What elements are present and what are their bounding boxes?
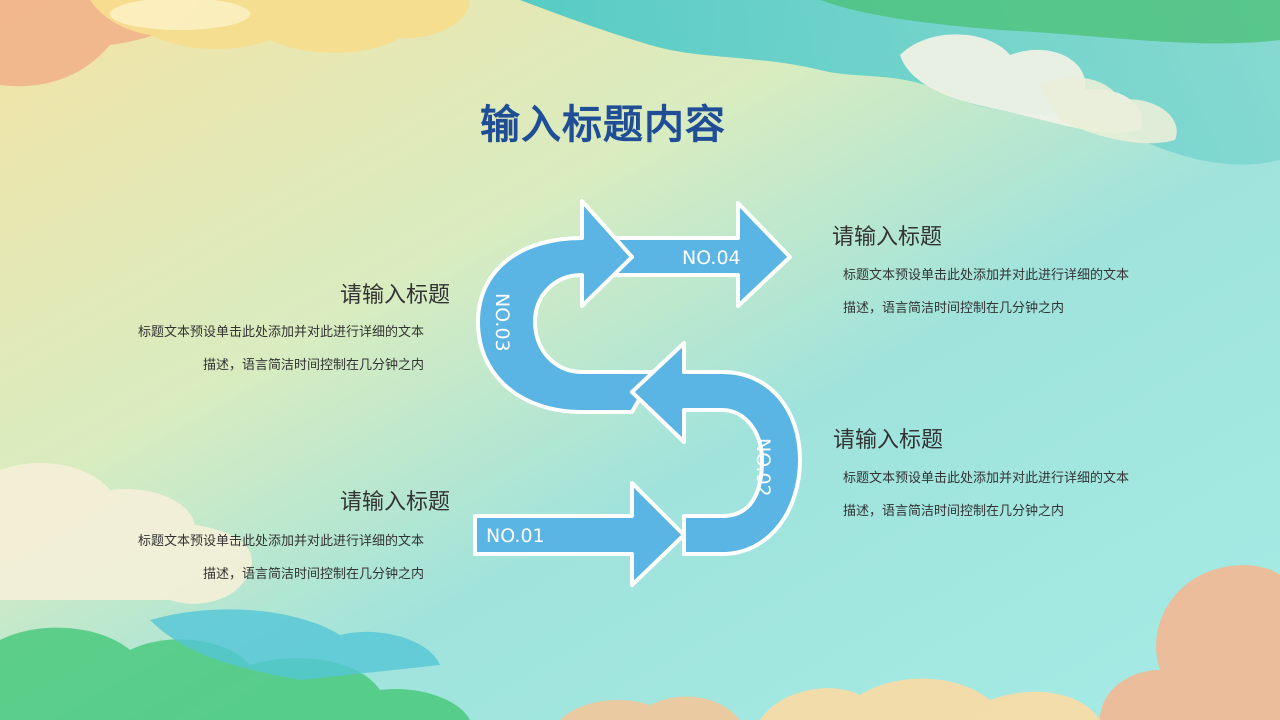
arrow-step-2 (630, 341, 802, 556)
step-3-description: 标题文本预设单击此处添加并对此进行详细的文本 描述，语言简洁时间控制在几分钟之内 (138, 316, 424, 382)
step-1-heading: 请输入标题 (339, 490, 450, 515)
step-label-1: NO.01 (486, 525, 545, 547)
step-2-desc-line-1: 标题文本预设单击此处添加并对此进行详细的文本 (843, 471, 1130, 486)
arrow-step-3 (476, 199, 657, 414)
step-1-desc-line-2: 描述，语言简洁时间控制在几分钟之内 (202, 567, 424, 582)
step-4-description: 标题文本预设单击此处添加并对此进行详细的文本 描述，语言简洁时间控制在几分钟之内 (843, 259, 1129, 325)
step-2-description: 标题文本预设单击此处添加并对此进行详细的文本 描述，语言简洁时间控制在几分钟之内 (843, 462, 1129, 528)
step-label-4: NO.04 (682, 247, 741, 269)
step-2-desc-line-2: 描述，语言简洁时间控制在几分钟之内 (843, 504, 1065, 519)
step-label-2: NO.02 (752, 438, 774, 497)
page-title: 输入标题内容 (480, 102, 726, 148)
arrow-step-1 (473, 481, 686, 587)
step-3-desc-line-2: 描述，语言简洁时间控制在几分钟之内 (202, 358, 424, 373)
step-label-3: NO.03 (491, 293, 513, 352)
step-4-desc-line-1: 标题文本预设单击此处添加并对此进行详细的文本 (843, 268, 1130, 283)
step-2-heading: 请输入标题 (833, 428, 944, 453)
step-4-heading: 请输入标题 (832, 225, 943, 250)
step-3-desc-line-1: 标题文本预设单击此处添加并对此进行详细的文本 (137, 325, 424, 340)
step-1-desc-line-1: 标题文本预设单击此处添加并对此进行详细的文本 (137, 534, 424, 549)
step-1-description: 标题文本预设单击此处添加并对此进行详细的文本 描述，语言简洁时间控制在几分钟之内 (138, 525, 424, 591)
step-4-desc-line-2: 描述，语言简洁时间控制在几分钟之内 (843, 301, 1065, 316)
step-3-heading: 请输入标题 (339, 283, 450, 308)
